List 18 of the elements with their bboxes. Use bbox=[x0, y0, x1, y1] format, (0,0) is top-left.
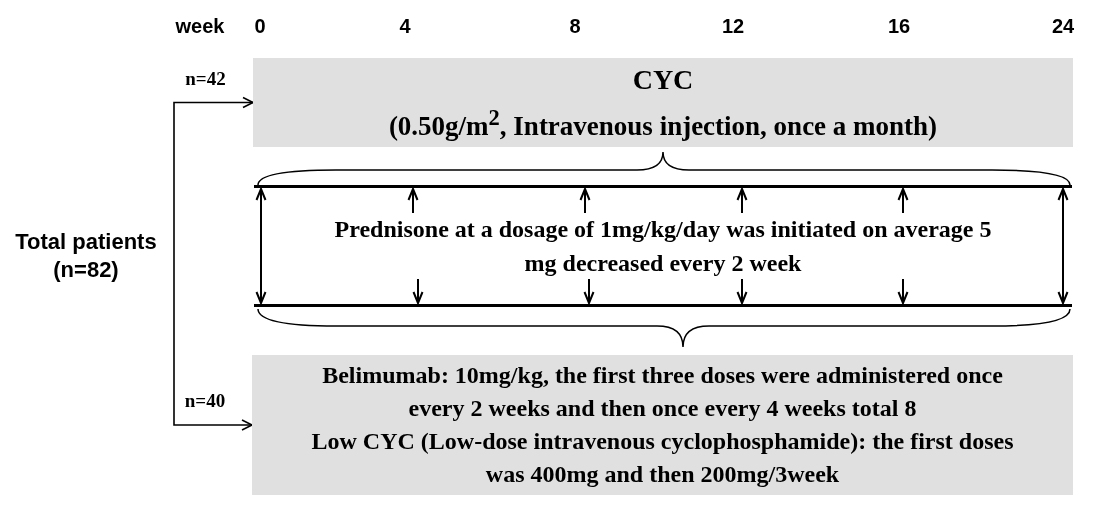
tick-label: 4 bbox=[399, 14, 411, 38]
tick-label: 12 bbox=[721, 14, 745, 38]
timeline-band bbox=[254, 185, 1072, 307]
box-text: Belimumab: 10mg/kg, the first three doses were administered once every 2 weeks and then once every 4 weeks total 8 bbox=[321, 361, 1004, 423]
treatment-box bbox=[253, 58, 1073, 147]
tick-label: 8 bbox=[569, 14, 581, 38]
box-heading: CYC bbox=[631, 62, 695, 97]
treatment-box bbox=[252, 355, 1073, 495]
tick-label: 0 bbox=[254, 14, 266, 38]
group-label: Total patients (n=82) bbox=[6, 228, 174, 284]
arrow bbox=[173, 96, 254, 257]
tick-label: 16 bbox=[887, 14, 911, 38]
axis-title: week bbox=[175, 14, 225, 38]
band-text: Prednisone at a dosage of 1mg/kg/day was initiated on average 5 mg decreased every 2 week bbox=[333, 215, 993, 278]
arrow bbox=[173, 255, 253, 431]
box-text: (0.50g/m$^{2}$, Intravenous injection, once a month) bbox=[387, 103, 939, 143]
tick-label: 24 bbox=[1051, 14, 1075, 38]
box-text: Low CYC (Low-dose intravenous cyclophosphamide): the first doses was 400mg and then 200mg/3week bbox=[310, 427, 1015, 489]
